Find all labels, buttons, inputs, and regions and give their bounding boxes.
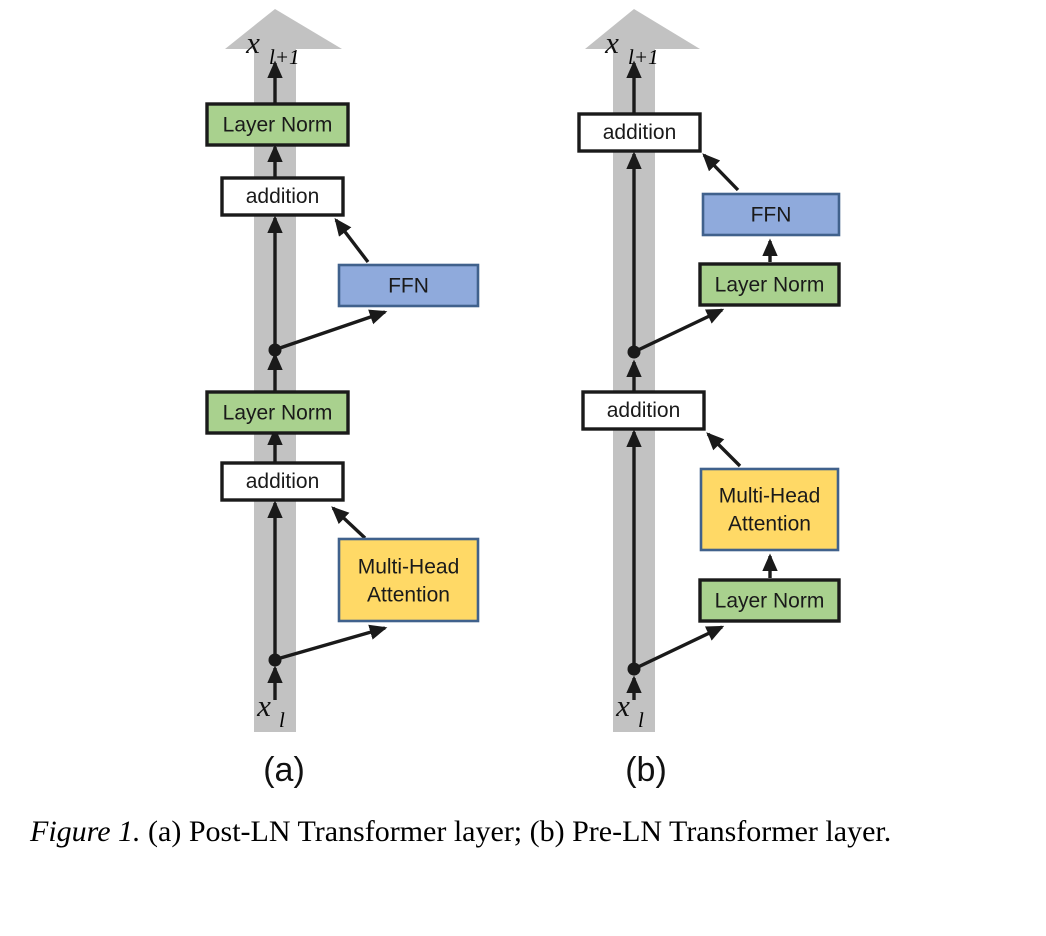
block-label: FFN — [751, 204, 792, 227]
panel-b-branch-dot-attention — [627, 662, 641, 676]
block-label: addition — [603, 121, 677, 144]
block-a-addition-bottom[interactable]: addition — [220, 461, 345, 502]
output-subscript: l+1 — [269, 45, 300, 69]
caption-label: Figure 1. — [30, 815, 141, 848]
block-a-layer-norm-top[interactable]: Layer Norm — [205, 102, 350, 147]
block-a-ffn[interactable]: FFN — [337, 263, 480, 308]
panel-b-output-label: x l+1 — [604, 25, 658, 69]
block-label: Layer Norm — [223, 114, 333, 137]
output-variable: x — [245, 25, 260, 60]
caption-body: (a) Post-LN Transformer layer; (b) Pre-L… — [140, 815, 892, 848]
panel-a-residual-branches — [276, 218, 388, 661]
output-subscript: l+1 — [628, 45, 659, 69]
panel-a: Layer Norm addition FFN Layer Norm addit… — [205, 9, 480, 789]
panel-a-input-label: x l — [256, 688, 285, 732]
figure-caption: Figure 1. (a) Post-LN Transformer layer;… — [30, 812, 1020, 852]
block-label: Layer Norm — [223, 402, 333, 425]
output-variable: x — [604, 25, 619, 60]
input-variable: x — [615, 688, 630, 723]
panel-letter-a: (a) — [263, 751, 305, 789]
block-label-line1: Multi-Head — [719, 485, 821, 508]
panel-b-input-label: x l — [615, 688, 644, 732]
block-a-addition-top[interactable]: addition — [220, 176, 345, 217]
block-b-ffn[interactable]: FFN — [701, 192, 841, 237]
input-subscript: l — [279, 708, 285, 732]
block-label: addition — [607, 399, 681, 422]
block-b-multi-head-attention[interactable]: Multi-Head Attention — [699, 467, 840, 552]
panel-b-residual-branches — [635, 153, 742, 670]
block-b-layer-norm-bottom[interactable]: Layer Norm — [698, 578, 841, 623]
block-a-layer-norm-bottom[interactable]: Layer Norm — [205, 390, 350, 435]
panel-b: addition FFN Layer Norm addition Multi-H… — [577, 9, 841, 789]
block-label: FFN — [388, 275, 429, 298]
transformer-architecture-diagram: Layer Norm addition FFN Layer Norm addit… — [205, 9, 841, 789]
block-b-addition-bottom[interactable]: addition — [581, 390, 706, 431]
block-label: addition — [246, 185, 320, 208]
block-b-addition-top[interactable]: addition — [577, 112, 702, 153]
input-subscript: l — [638, 708, 644, 732]
block-label: Layer Norm — [715, 590, 825, 613]
panel-b-branch-dot-ffn — [627, 345, 641, 359]
panel-a-branch-dot-ffn — [268, 343, 282, 357]
block-label-line1: Multi-Head — [358, 556, 460, 579]
block-label: Layer Norm — [715, 274, 825, 297]
block-b-layer-norm-top[interactable]: Layer Norm — [698, 262, 841, 307]
block-label-line2: Attention — [367, 584, 450, 607]
input-variable: x — [256, 688, 271, 723]
block-label-line2: Attention — [728, 513, 811, 536]
panel-a-output-label: x l+1 — [245, 25, 299, 69]
panel-a-branch-dot-attention — [268, 653, 282, 667]
panel-letter-b: (b) — [625, 751, 667, 789]
block-label: addition — [246, 470, 320, 493]
block-a-multi-head-attention[interactable]: Multi-Head Attention — [337, 537, 480, 623]
